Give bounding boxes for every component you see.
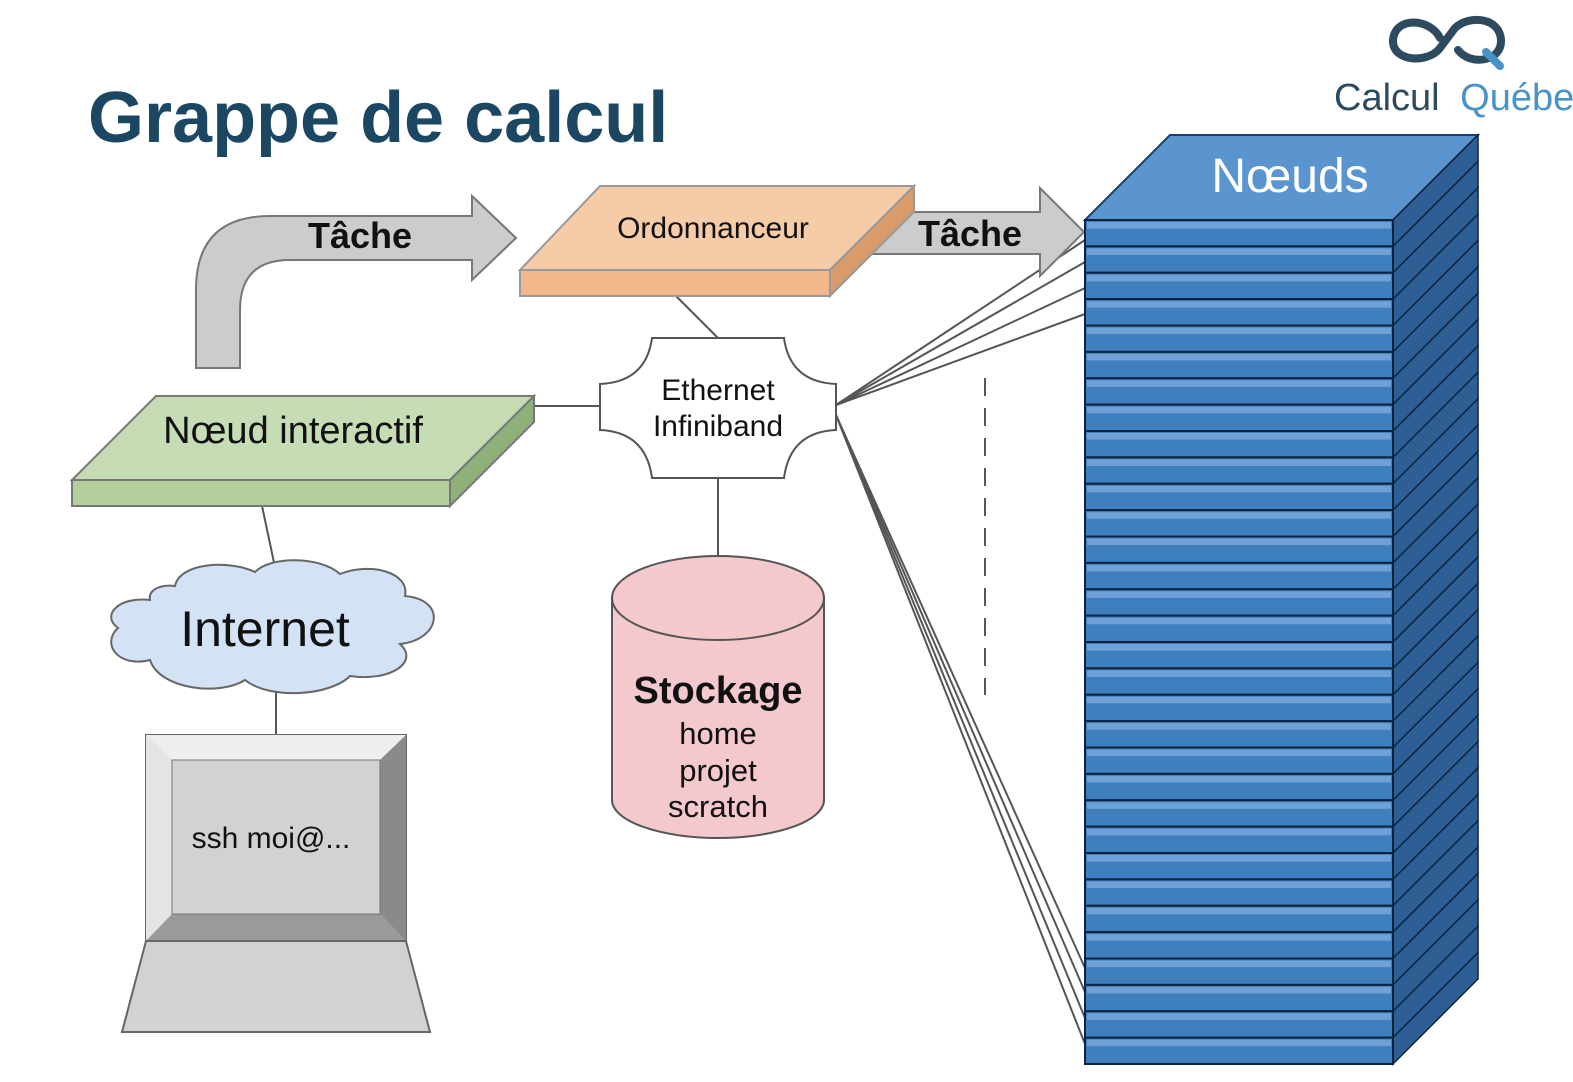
compute-node-highlight xyxy=(1087,775,1391,783)
link-scheduler-network xyxy=(675,295,719,339)
compute-node-highlight xyxy=(1087,406,1391,414)
task-arrow-2: Tâche xyxy=(869,185,1086,279)
storage-cylinder: Stockage home projet scratch xyxy=(611,555,825,839)
compute-node-highlight xyxy=(1087,670,1391,677)
internet-label: Internet xyxy=(180,601,350,657)
compute-node-highlight xyxy=(1087,644,1391,651)
compute-node-highlight xyxy=(1087,617,1391,625)
task-arrow-1: Tâche xyxy=(195,193,518,369)
compute-node-highlight xyxy=(1087,1013,1391,1020)
compute-node-highlight xyxy=(1087,960,1391,968)
compute-node-highlight xyxy=(1087,353,1391,361)
compute-node-highlight xyxy=(1087,222,1391,229)
laptop-keyboard xyxy=(120,940,432,1033)
compute-node-highlight xyxy=(1087,986,1391,994)
compute-node-highlight xyxy=(1087,934,1391,941)
compute-node-highlight xyxy=(1087,802,1391,809)
storage-line: scratch xyxy=(668,789,768,824)
compute-node-highlight xyxy=(1087,749,1391,757)
link-network-node xyxy=(835,261,1086,406)
interactive-node-label: Nœud interactif xyxy=(163,410,423,452)
compute-node-highlight xyxy=(1087,512,1391,519)
interactive-node-box: Nœud interactif xyxy=(69,393,537,509)
storage-title: Stockage xyxy=(634,670,803,712)
compute-node-highlight xyxy=(1087,274,1391,282)
compute-node-highlight xyxy=(1087,881,1391,888)
compute-node-highlight xyxy=(1087,723,1391,730)
link-network-node xyxy=(835,287,1086,406)
page-title: Grappe de calcul xyxy=(88,78,668,158)
scheduler-label: Ordonnanceur xyxy=(617,212,809,245)
logo-text: Calcul Québec xyxy=(1334,77,1573,119)
compute-node-highlight xyxy=(1087,907,1391,915)
scheduler-box: Ordonnanceur xyxy=(517,183,917,299)
compute-node-highlight xyxy=(1087,433,1391,440)
logo-word2: Québec xyxy=(1460,77,1573,119)
laptop-terminal: ssh moi@... xyxy=(120,734,432,1033)
storage-line: projet xyxy=(679,753,757,788)
nodes-side-panel xyxy=(1392,133,1479,1066)
network-line1: Ethernet xyxy=(661,374,775,407)
compute-node-highlight xyxy=(1087,855,1391,862)
compute-node-highlight xyxy=(1087,564,1391,572)
network-switch: Ethernet Infiniband xyxy=(599,337,837,479)
logo-word1: Calcul xyxy=(1334,77,1440,119)
link-network-node xyxy=(835,313,1086,406)
compute-node-highlight xyxy=(1087,380,1391,387)
network-line2: Infiniband xyxy=(653,410,783,443)
network-links xyxy=(261,239,1086,1045)
compute-node-highlight xyxy=(1087,459,1391,466)
nodes-front-panel xyxy=(1084,219,1394,1065)
compute-node-highlight xyxy=(1087,696,1391,704)
compute-node-highlight xyxy=(1087,538,1391,546)
compute-node-highlight xyxy=(1087,591,1391,598)
compute-node-highlight xyxy=(1087,301,1391,308)
link-network-node xyxy=(835,414,1086,993)
internet-cloud: Internet xyxy=(110,559,435,695)
compute-node-highlight xyxy=(1087,327,1391,335)
infinity-cq-icon xyxy=(1389,16,1505,70)
nodes-label: Nœuds xyxy=(1211,150,1368,203)
logo: Calcul Québec xyxy=(1334,16,1573,119)
compute-node-highlight xyxy=(1087,828,1391,836)
terminal-text: ssh moi@... xyxy=(192,822,351,855)
compute-node-highlight xyxy=(1087,1039,1391,1047)
storage-line: home xyxy=(679,716,757,751)
task-arrow-2-shape xyxy=(869,185,1086,279)
link-network-node xyxy=(835,414,1086,1019)
compute-node-highlight xyxy=(1087,485,1391,493)
compute-node-highlight xyxy=(1087,248,1391,255)
nodes-stack: Nœuds xyxy=(1082,133,1481,1066)
task-arrow-2-label: Tâche xyxy=(918,213,1022,254)
task-arrow-1-shape xyxy=(195,193,518,369)
link-interactive-internet xyxy=(261,505,277,573)
link-network-node xyxy=(835,414,1086,969)
task-arrow-1-label: Tâche xyxy=(308,215,412,256)
link-network-node xyxy=(835,414,1086,1045)
